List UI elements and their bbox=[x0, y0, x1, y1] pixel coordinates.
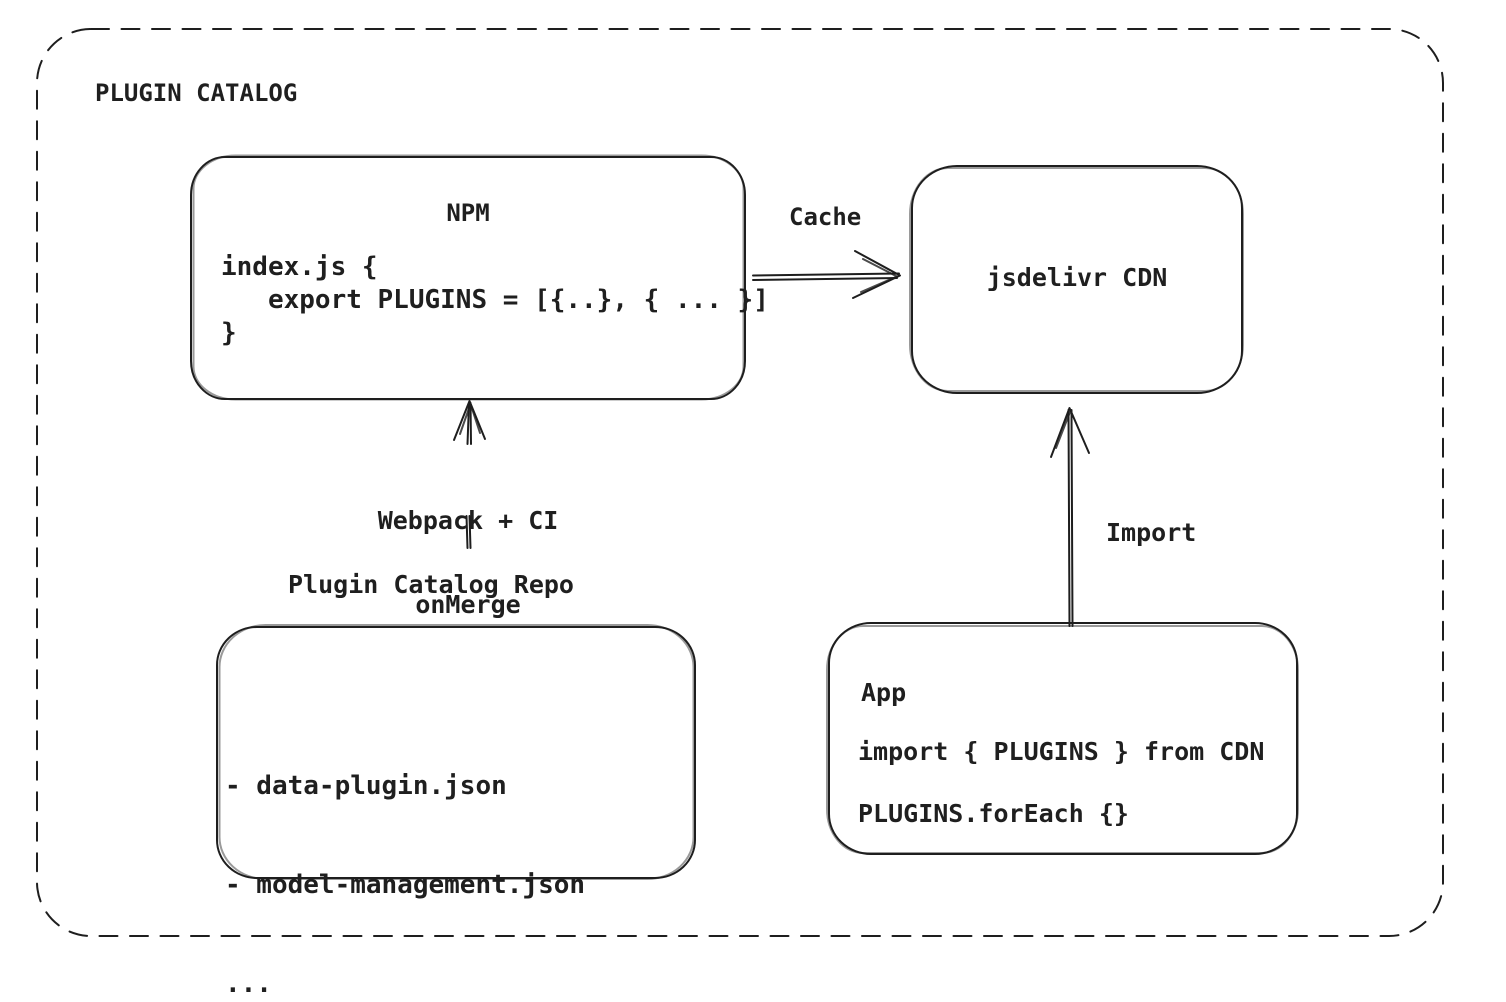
repo-file-item: - model-management.json bbox=[225, 870, 586, 900]
app-code-line: import { PLUGINS } from CDN bbox=[858, 737, 1265, 766]
build-arrow bbox=[453, 400, 486, 445]
app-title: App bbox=[861, 678, 907, 707]
build-edge-label: Webpack + CI onMerge bbox=[318, 451, 618, 675]
plugin-catalog-frame-border bbox=[36, 28, 1444, 937]
repo-file-list: - data-plugin.json - model-management.js… bbox=[225, 704, 585, 1002]
repo-box bbox=[216, 624, 696, 880]
repo-heading: Plugin Catalog Repo bbox=[288, 570, 574, 599]
frame-title: PLUGIN CATALOG bbox=[95, 79, 298, 107]
cdn-box bbox=[909, 165, 1244, 394]
app-code-line: PLUGINS.forEach {} bbox=[858, 799, 1129, 828]
repo-file-item: - data-plugin.json bbox=[225, 771, 507, 801]
cache-edge-label: Cache bbox=[789, 203, 862, 231]
npm-box bbox=[190, 154, 746, 401]
cache-arrow bbox=[752, 250, 901, 299]
npm-code-block: index.js { export PLUGINS = [{..}, { ...… bbox=[221, 252, 769, 348]
import-arrow bbox=[1050, 407, 1090, 627]
npm-title: NPM bbox=[446, 199, 490, 227]
repo-file-item: ... bbox=[225, 969, 272, 999]
cdn-label: jsdelivr CDN bbox=[986, 263, 1168, 292]
build-connector-line bbox=[465, 515, 472, 549]
app-box bbox=[826, 622, 1299, 855]
build-edge-label-line2: onMerge bbox=[415, 590, 521, 619]
import-edge-label: Import bbox=[1106, 518, 1197, 547]
build-edge-label-line1: Webpack + CI bbox=[377, 506, 559, 535]
